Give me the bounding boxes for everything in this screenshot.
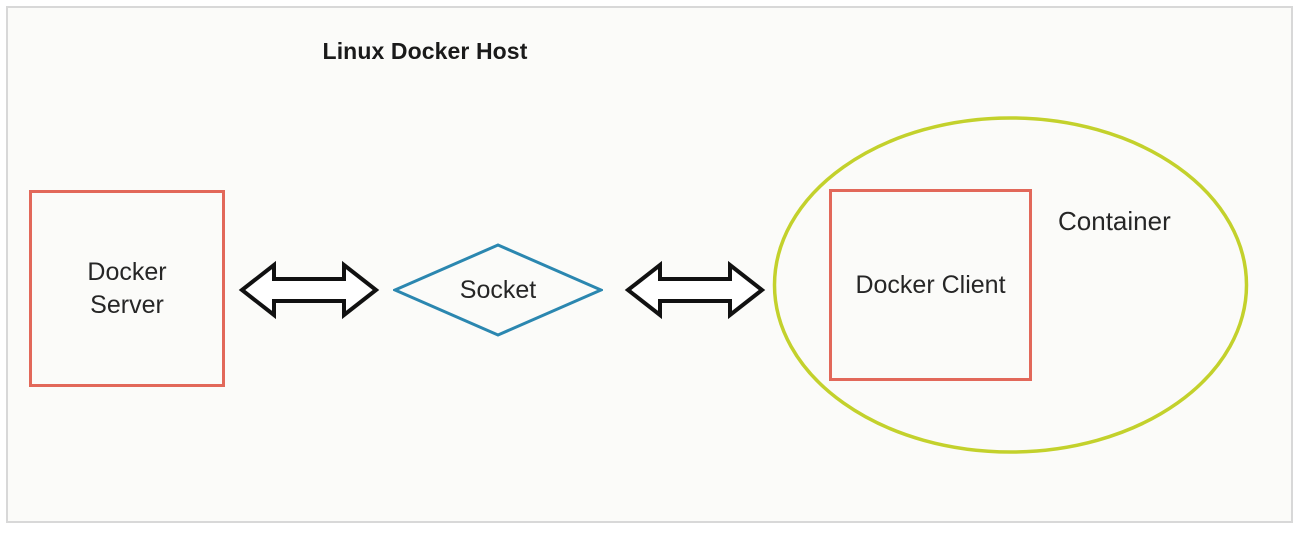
node-socket[interactable]: Socket [393, 243, 603, 337]
page-title: Linux Docker Host [322, 38, 528, 64]
node-docker-server[interactable]: Docker Server [29, 190, 225, 387]
node-docker-server-label: Docker Server [87, 256, 166, 322]
node-container[interactable] [772, 116, 1249, 454]
node-socket-label: Socket [459, 275, 537, 304]
node-docker-client[interactable]: Docker Client [829, 189, 1032, 381]
node-docker-client-label: Docker Client [855, 270, 1006, 299]
double-arrow-icon-server-socket [238, 259, 380, 321]
double-arrow-icon-socket-client [624, 259, 766, 321]
node-docker-server-label-line2: Server [90, 290, 164, 319]
node-container-label: Container [1058, 206, 1171, 236]
node-docker-server-label-line1: Docker [87, 257, 167, 286]
